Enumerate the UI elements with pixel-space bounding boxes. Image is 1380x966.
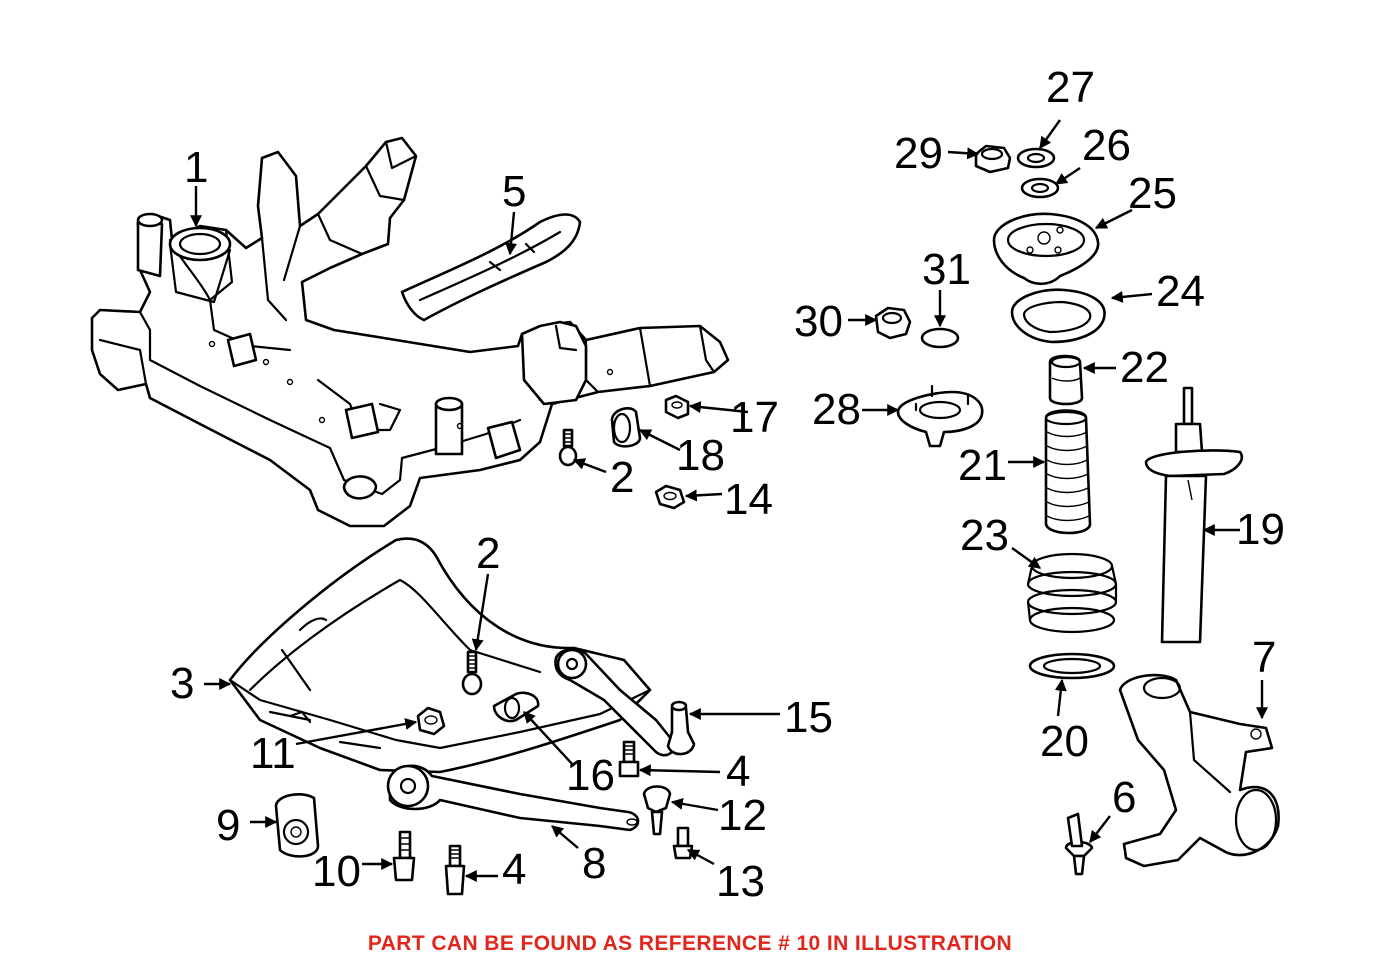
part-13-bolt[interactable] bbox=[672, 826, 694, 860]
callout-26: 26 bbox=[1082, 121, 1131, 170]
callout-6: 6 bbox=[1112, 773, 1136, 822]
part-16-bolt[interactable] bbox=[492, 691, 540, 723]
callout-21: 21 bbox=[958, 441, 1007, 490]
callout-5: 5 bbox=[502, 167, 526, 216]
part-12-ball-joint[interactable] bbox=[642, 785, 672, 836]
part-17-nut[interactable] bbox=[664, 394, 690, 420]
part-5-heat-shield[interactable] bbox=[400, 213, 582, 322]
callout-24: 24 bbox=[1156, 267, 1205, 316]
callout-19: 19 bbox=[1236, 505, 1285, 554]
callout-4-lower: 4 bbox=[502, 845, 526, 894]
callout-16: 16 bbox=[566, 751, 615, 800]
callout-14: 14 bbox=[724, 475, 773, 524]
callout-18: 18 bbox=[676, 431, 725, 480]
callout-4-upper: 4 bbox=[726, 747, 750, 796]
part-3-engine-undercover[interactable] bbox=[228, 537, 652, 774]
callout-labels: 1 2 3 4 5 6 7 8 9 10 11 12 13 14 15 16 1… bbox=[170, 63, 1285, 906]
callout-31: 31 bbox=[922, 245, 971, 294]
callout-28: 28 bbox=[812, 385, 861, 434]
callout-20: 20 bbox=[1040, 717, 1089, 766]
part-27-washer[interactable] bbox=[1016, 147, 1056, 169]
part-23-coil-spring[interactable] bbox=[1026, 552, 1118, 634]
reference-note: PART CAN BE FOUND AS REFERENCE # 10 IN I… bbox=[367, 932, 1013, 955]
part-1-front-subframe[interactable] bbox=[90, 136, 730, 528]
part-14-nut[interactable] bbox=[654, 484, 686, 510]
part-4-bolt-lower[interactable] bbox=[444, 844, 466, 896]
part-30-nut[interactable] bbox=[874, 306, 912, 340]
part-25-strut-mount[interactable] bbox=[992, 212, 1100, 286]
part-26-washer[interactable] bbox=[1020, 177, 1060, 199]
part-4-bolt-upper[interactable] bbox=[618, 740, 640, 778]
part-6-bolt[interactable] bbox=[1064, 812, 1094, 876]
part-9-bushing[interactable] bbox=[274, 793, 320, 858]
part-10-bolt[interactable] bbox=[392, 830, 416, 882]
callout-27: 27 bbox=[1046, 63, 1095, 112]
callout-30: 30 bbox=[794, 297, 843, 346]
part-2-bolt-upper[interactable] bbox=[558, 428, 578, 467]
callout-3: 3 bbox=[170, 659, 194, 708]
callout-9: 9 bbox=[216, 801, 240, 850]
part-19-shock-absorber[interactable] bbox=[1144, 386, 1244, 644]
callout-17: 17 bbox=[730, 393, 779, 442]
callout-15: 15 bbox=[784, 693, 833, 742]
callout-10: 10 bbox=[312, 847, 361, 896]
callout-11: 11 bbox=[250, 729, 296, 778]
callout-2-lower: 2 bbox=[476, 529, 500, 578]
part-15-tension-strut[interactable] bbox=[554, 648, 696, 757]
part-18-bushing[interactable] bbox=[610, 407, 642, 448]
callout-13: 13 bbox=[716, 857, 765, 906]
callout-25: 25 bbox=[1128, 169, 1177, 218]
callout-7: 7 bbox=[1252, 633, 1276, 682]
part-21-dust-boot[interactable] bbox=[1044, 409, 1092, 535]
part-28-upper-mount[interactable] bbox=[896, 384, 984, 448]
callout-8: 8 bbox=[582, 839, 606, 888]
part-2-bolt-lower[interactable] bbox=[461, 650, 483, 696]
callout-29: 29 bbox=[894, 129, 943, 178]
callout-2-upper: 2 bbox=[610, 453, 634, 502]
part-22-bump-stop[interactable] bbox=[1048, 354, 1084, 406]
callout-1: 1 bbox=[184, 143, 208, 192]
callout-12: 12 bbox=[718, 791, 767, 840]
callout-23: 23 bbox=[960, 511, 1009, 560]
leader-lines bbox=[190, 119, 1268, 882]
part-29-nut[interactable] bbox=[974, 144, 1012, 174]
part-20-spring-pad-lower[interactable] bbox=[1028, 652, 1116, 680]
callout-22: 22 bbox=[1120, 343, 1169, 392]
part-11-nut[interactable] bbox=[416, 706, 446, 736]
part-7-steering-knuckle[interactable] bbox=[1118, 673, 1280, 868]
part-31-cap[interactable] bbox=[920, 327, 960, 349]
part-8-control-arm[interactable] bbox=[386, 764, 640, 832]
part-24-spring-pad[interactable] bbox=[1010, 288, 1106, 344]
